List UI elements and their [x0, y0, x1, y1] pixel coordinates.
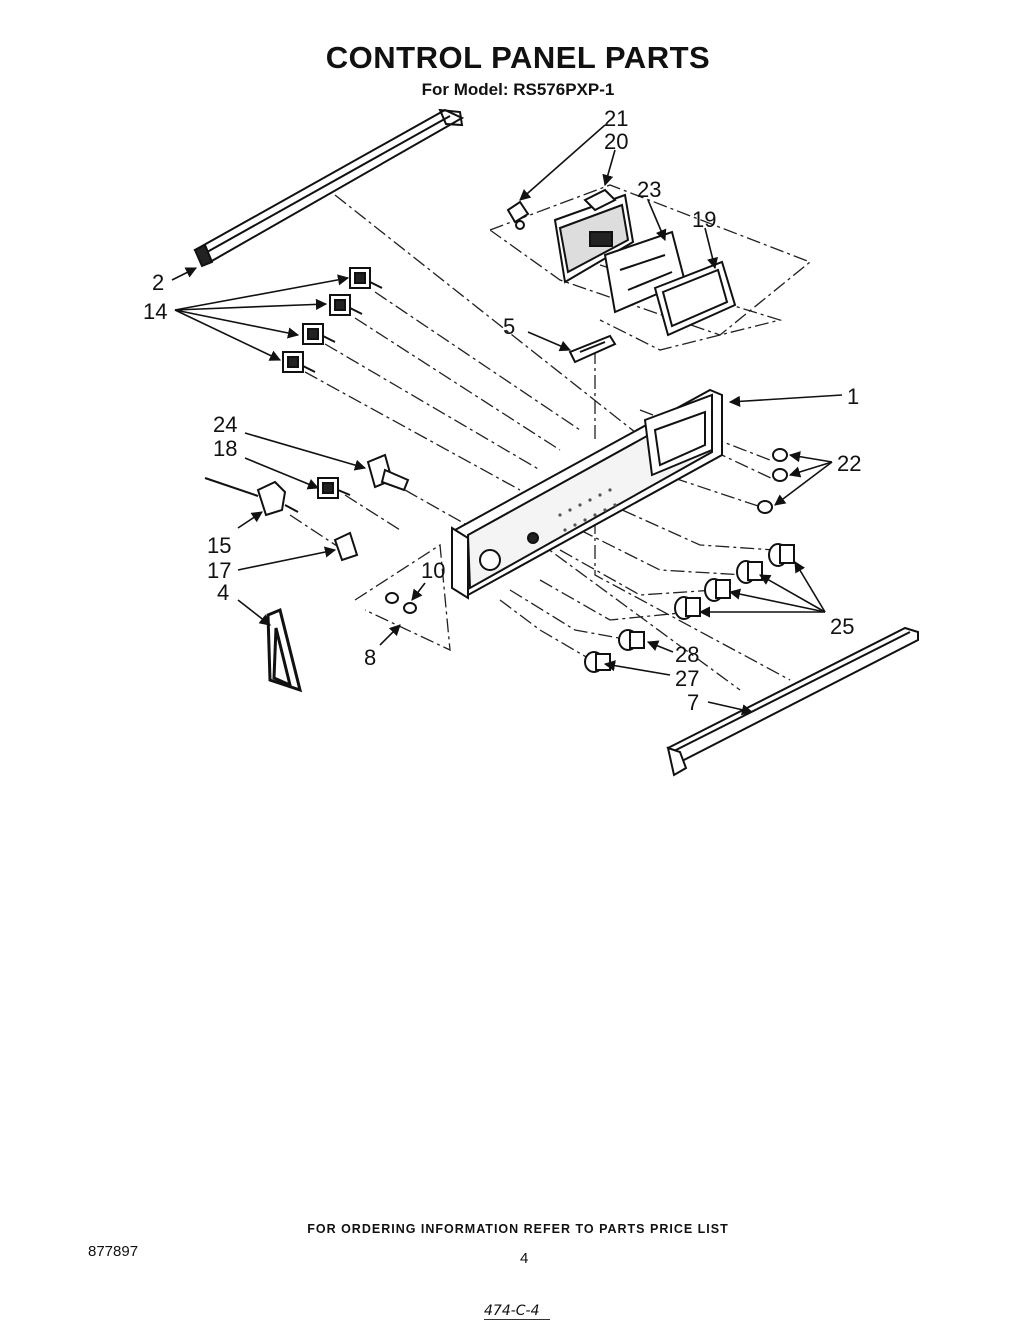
page-number: 4 [520, 1250, 529, 1267]
callout-8: 8 [364, 645, 376, 670]
document-number: 877897 [88, 1243, 139, 1260]
handwritten-note: 474-C-4 [484, 1303, 550, 1320]
part-1-control-panel [451, 388, 723, 600]
part-10-8 [385, 592, 417, 614]
knob-25-b [736, 560, 763, 584]
callout-21: 21 [604, 106, 628, 131]
part-14-switches [282, 267, 383, 373]
callout-2: 2 [152, 270, 164, 295]
switch-4 [282, 351, 316, 373]
callout-labels: 21 20 23 19 2 14 5 1 22 24 18 15 17 10 4… [143, 106, 861, 715]
left-components [204, 453, 410, 562]
callout-17: 17 [207, 558, 231, 583]
switch-1 [349, 267, 383, 289]
part-19-gasket [653, 260, 737, 337]
callout-28: 28 [675, 642, 699, 667]
callout-18: 18 [213, 436, 237, 461]
part-15-sensor [204, 477, 299, 517]
leader-arrows [171, 124, 843, 716]
clock-assembly [506, 188, 737, 337]
callout-22: 22 [837, 451, 861, 476]
callout-25: 25 [830, 614, 854, 639]
part-7-bottom-trim [666, 626, 919, 777]
callout-15: 15 [207, 533, 231, 558]
knob-28 [618, 629, 645, 651]
knob-27 [584, 651, 611, 673]
switch-3 [302, 323, 336, 345]
callout-5: 5 [503, 314, 515, 339]
part-24-thermostat [366, 453, 410, 492]
callout-1: 1 [847, 384, 859, 409]
callout-14: 14 [143, 299, 167, 324]
callout-19: 19 [692, 207, 716, 232]
page-title: CONTROL PANEL PARTS [325, 40, 711, 75]
knob-25-d [674, 596, 701, 620]
callout-24: 24 [213, 412, 237, 437]
model-subtitle: For Model: RS576PXP-1 [421, 80, 615, 99]
part-2-top-trim [193, 108, 465, 268]
callout-10: 10 [421, 558, 445, 583]
callout-27: 27 [675, 666, 699, 691]
part-20-clock [553, 188, 635, 284]
callout-4: 4 [217, 580, 229, 605]
alignment-lines [289, 184, 812, 691]
part-17-clip [333, 531, 359, 562]
part-21-clip [506, 200, 530, 230]
part-5-bracket [568, 334, 617, 364]
ordering-info-note: FOR ORDERING INFORMATION REFER TO PARTS … [307, 1222, 729, 1236]
knob-25-c [704, 578, 731, 602]
callout-20: 20 [604, 129, 628, 154]
switch-2 [329, 294, 363, 316]
callout-7: 7 [687, 690, 699, 715]
knob-25-a [768, 543, 795, 567]
part-22-knobs [757, 448, 788, 514]
front-knobs [584, 543, 795, 673]
callout-23: 23 [637, 177, 661, 202]
part-4-handle [266, 607, 303, 693]
part-18-switch [317, 477, 351, 499]
